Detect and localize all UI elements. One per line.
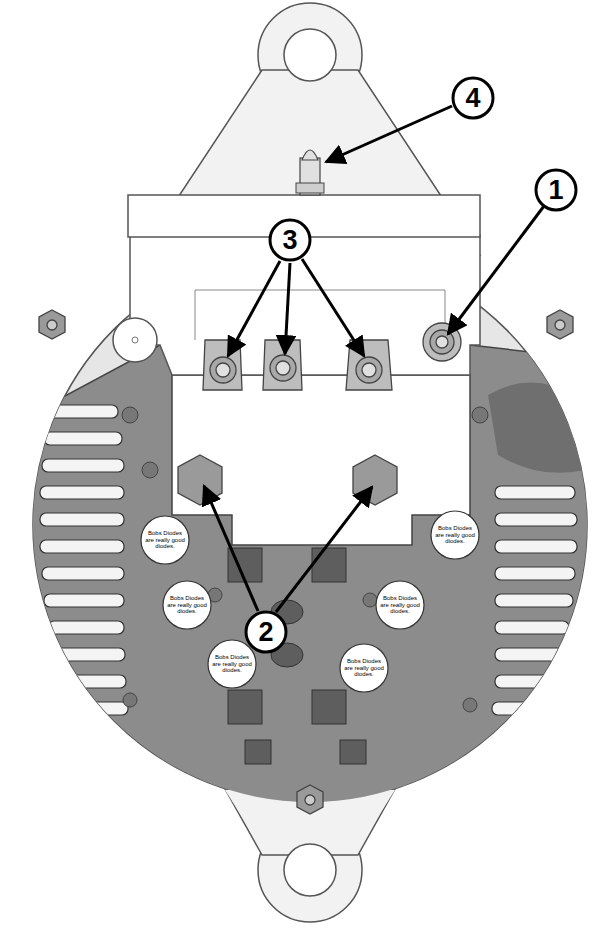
callout-number: 2 xyxy=(258,619,273,646)
diode-sticker-text: Bobs Diodes are really good diodes. xyxy=(344,658,384,678)
diode-sticker-text: Bobs Diodes are really good diodes. xyxy=(145,530,185,550)
callout-number: 3 xyxy=(282,227,297,254)
callout-number: 1 xyxy=(548,177,563,204)
diode-sticker-text: Bobs Diodes are really good diodes. xyxy=(435,525,475,545)
diode-sticker-text: Bobs Diodes are really good diodes. xyxy=(212,654,252,674)
diode-sticker-text: Bobs Diodes are really good diodes. xyxy=(167,595,207,615)
callout-number: 4 xyxy=(465,85,480,112)
diode-sticker-text: Bobs Diodes are really good diodes. xyxy=(380,595,420,615)
